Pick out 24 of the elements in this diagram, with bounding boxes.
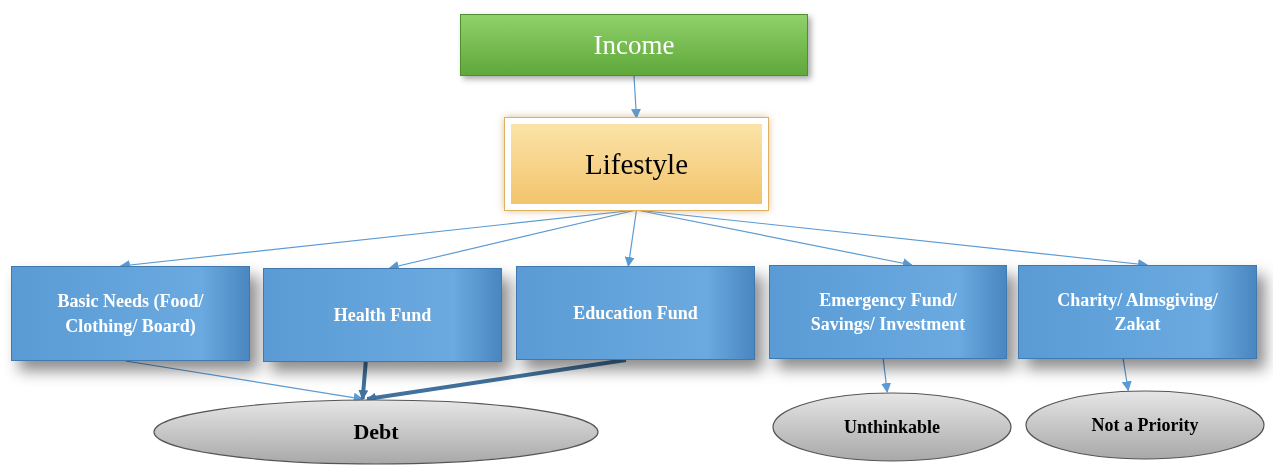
arrow bbox=[630, 75, 641, 119]
outcome-ellipse bbox=[153, 399, 599, 465]
arrow bbox=[624, 209, 638, 267]
node-label: Unthinkable bbox=[842, 416, 941, 438]
category-box bbox=[769, 265, 1007, 359]
income-box bbox=[460, 14, 808, 76]
category-box bbox=[516, 266, 755, 360]
node-label: Not a Priority bbox=[1090, 414, 1200, 436]
outcome-ellipse bbox=[772, 392, 1012, 462]
node-label: Education Fund bbox=[572, 301, 699, 325]
category-box bbox=[11, 266, 250, 361]
arrow bbox=[1121, 358, 1132, 392]
arrow bbox=[358, 361, 369, 401]
category-box bbox=[1018, 265, 1257, 359]
category-box bbox=[263, 268, 502, 362]
node-label: Income bbox=[592, 29, 676, 61]
node-label: Charity/ Almsgiving/ Zakat bbox=[1056, 288, 1219, 336]
node-label: Emergency Fund/ Savings/ Investment bbox=[809, 288, 967, 336]
node-label: Lifestyle bbox=[583, 147, 690, 181]
arrow bbox=[881, 358, 892, 393]
outcome-ellipse bbox=[1025, 390, 1265, 460]
node-label: Debt bbox=[352, 419, 400, 445]
node-label: Health Fund bbox=[332, 303, 433, 327]
node-label: Basic Needs (Food/ Clothing/ Board) bbox=[56, 290, 205, 338]
